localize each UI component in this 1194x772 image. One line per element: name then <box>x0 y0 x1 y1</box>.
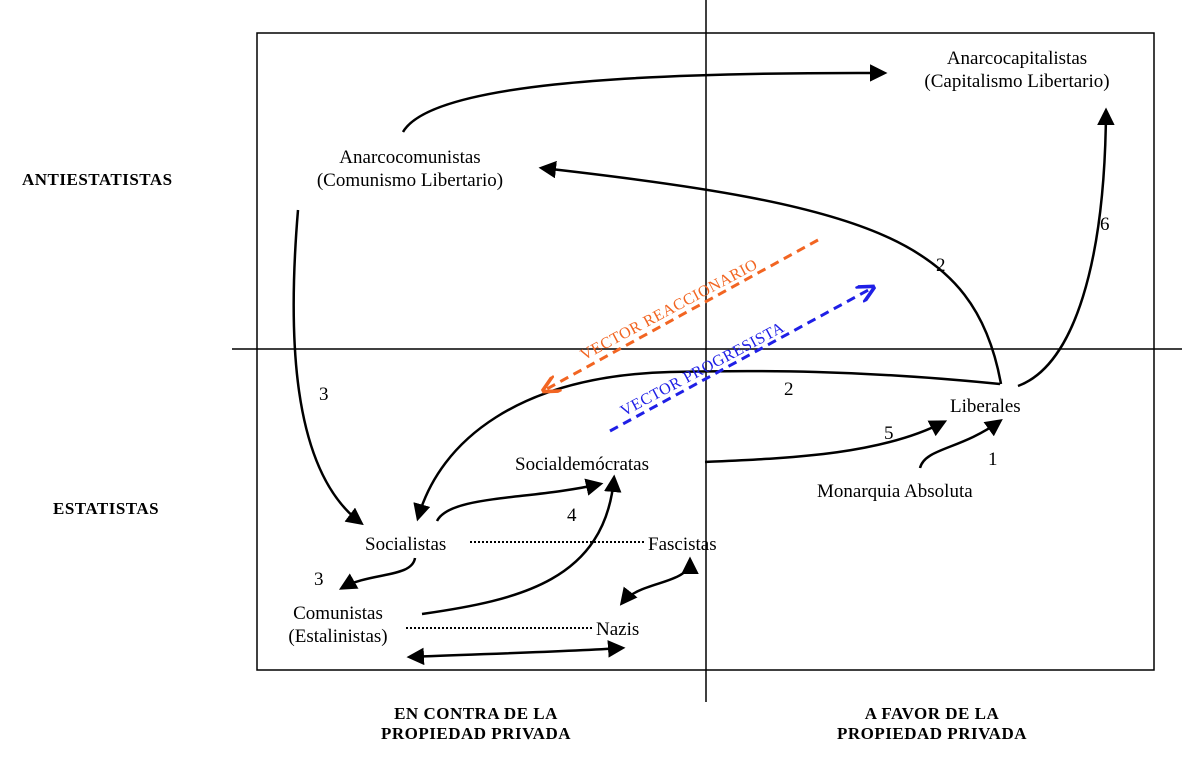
node-comunistas: Comunistas (Estalinistas) <box>288 603 388 647</box>
node-socialdemocratas: Socialdemócratas <box>515 454 650 475</box>
arrow-comunistas-to-socialdemocratas <box>421 474 622 616</box>
edge-label-4: 4 <box>567 505 577 526</box>
arrow-liberales-to-anarcocapitalistas <box>1017 107 1115 388</box>
edge-label-2-mid: 2 <box>784 379 794 400</box>
arrow-comunistas-nazis <box>406 640 626 666</box>
axis-label-estatistas: ESTATISTAS <box>53 499 160 518</box>
arrow-socialistas-to-comunistas <box>338 557 417 590</box>
arrow-liberales-to-socialistas <box>413 369 1001 522</box>
axis-label-a-favor: A FAVOR DE LA PROPIEDAD PRIVADA <box>837 704 1027 743</box>
edge-label-3-bottom: 3 <box>314 569 324 590</box>
edge-label-2-top: 2 <box>936 255 946 276</box>
axis-label-en-contra: EN CONTRA DE LA PROPIEDAD PRIVADA <box>381 704 571 743</box>
node-monarquia-absoluta: Monarquia Absoluta <box>817 481 973 502</box>
vector-reaccionario-line <box>545 238 819 390</box>
edge-label-3-left: 3 <box>319 384 329 405</box>
vector-progresista-line <box>609 288 872 433</box>
node-liberales: Liberales <box>950 396 1021 417</box>
node-anarcocomunistas: Anarcocomunistas (Comunismo Libertario) <box>316 147 504 191</box>
node-nazis: Nazis <box>596 619 640 640</box>
node-anarcocapitalistas: Anarcocapitalistas (Capitalismo Libertar… <box>924 48 1110 92</box>
edge-label-5: 5 <box>884 423 894 444</box>
edge-label-6: 6 <box>1100 214 1110 235</box>
axis-label-antiestatistas: ANTIESTATISTAS <box>22 170 173 189</box>
arrow-monarquia-to-liberales <box>918 418 1003 469</box>
arrow-anarcocomunistas-to-anarcocapitalistas <box>401 64 888 133</box>
arrow-fascistas-nazis <box>619 556 699 606</box>
arrow-socialdemocratas-to-liberales <box>704 420 948 464</box>
arrow-liberales-to-anarcocomunistas <box>538 160 1003 385</box>
node-socialistas: Socialistas <box>365 534 447 555</box>
arrow-anarcocomunistas-to-socialistas <box>292 209 364 526</box>
node-fascistas: Fascistas <box>648 534 717 555</box>
edge-label-1: 1 <box>988 449 998 470</box>
arrow-socialistas-to-socialdemocratas <box>435 478 604 522</box>
